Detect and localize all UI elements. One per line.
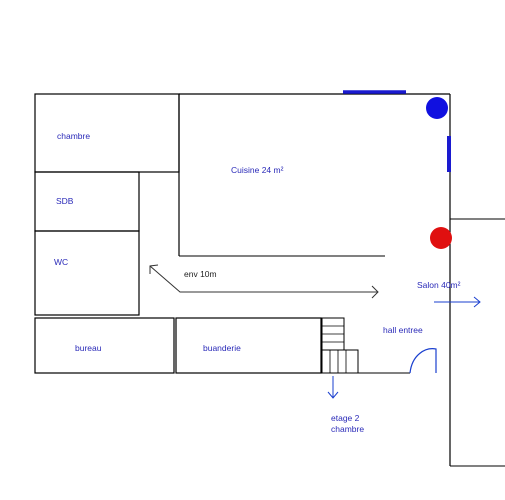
label-stairs-line1: etage 2	[331, 413, 360, 423]
label-chambre: chambre	[57, 131, 90, 141]
label-stairs-line2: chambre	[331, 424, 364, 434]
label-hall: hall entree	[383, 325, 423, 335]
room-sdb	[34, 171, 140, 232]
stairs-lower	[321, 349, 359, 374]
salon-arrowhead	[473, 296, 481, 308]
label-salon: Salon 40m²	[417, 280, 461, 290]
distance-arrow	[149, 265, 378, 293]
label-wc: WC	[54, 257, 68, 267]
marker-red-circle	[430, 227, 452, 249]
label-distance: env 10m	[184, 269, 217, 279]
entrance-door	[409, 348, 437, 374]
room-wc	[34, 230, 140, 316]
stairs-down-arrowhead	[327, 391, 339, 399]
room-buanderie	[175, 317, 322, 374]
label-sdb: SDB	[56, 196, 74, 206]
label-buanderie: buanderie	[203, 343, 241, 353]
marker-blue-circle	[426, 97, 448, 119]
label-bureau: bureau	[75, 343, 102, 353]
distance-arrowhead-left	[149, 264, 159, 274]
label-cuisine: Cuisine 24 m²	[231, 165, 284, 175]
room-bureau	[34, 317, 175, 374]
distance-arrowhead-right	[371, 285, 379, 299]
